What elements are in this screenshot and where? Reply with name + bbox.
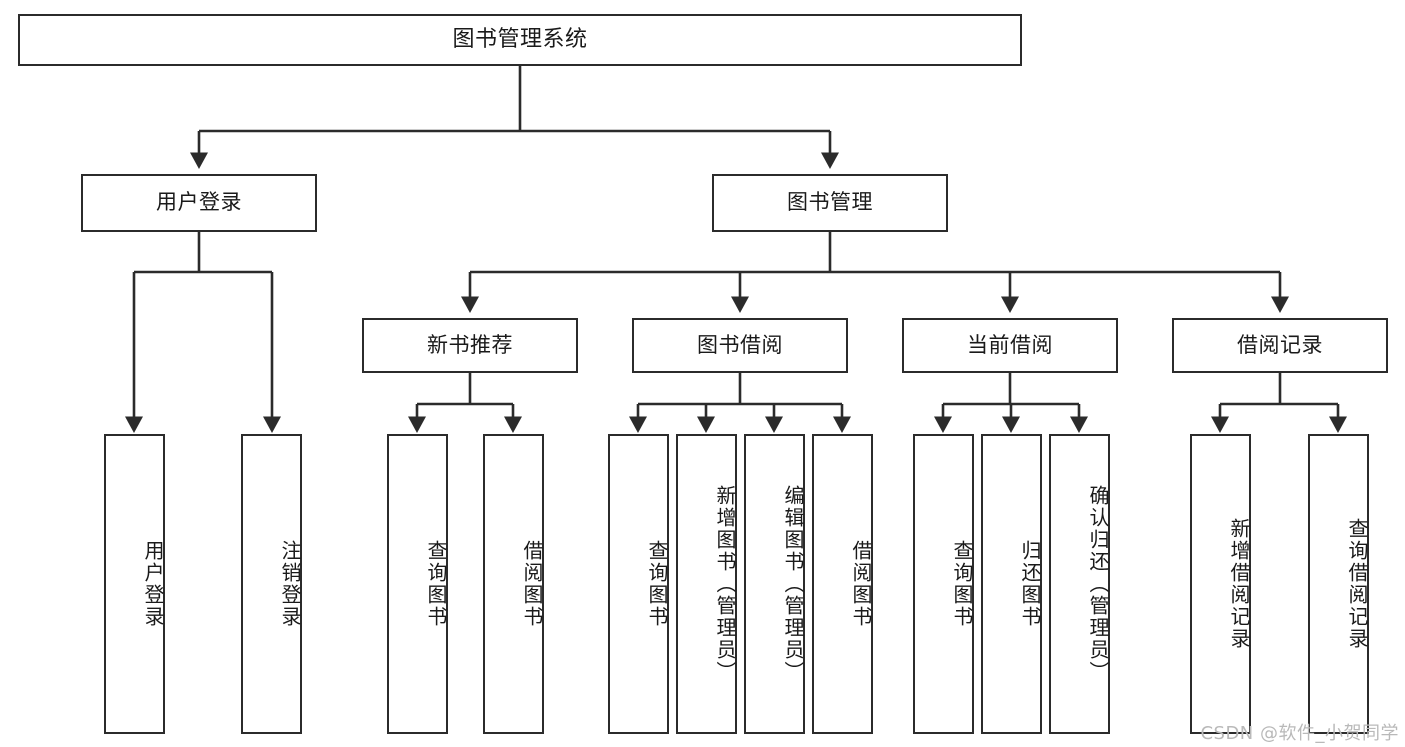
node-leaf-user-login-label: 用户登录 bbox=[141, 540, 165, 628]
node-leaf-query-book-3-label: 查询图书 bbox=[950, 540, 974, 628]
node-leaf-confirm-return-label: 确认归还（管理员） bbox=[1086, 485, 1110, 683]
node-book-management[interactable]: 图书管理 bbox=[712, 174, 948, 232]
node-root-label: 图书管理系统 bbox=[452, 26, 588, 52]
node-leaf-borrow-book-2-label: 借阅图书 bbox=[849, 540, 873, 628]
node-leaf-query-record-label: 查询借阅记录 bbox=[1345, 518, 1369, 650]
node-leaf-user-logout[interactable]: 注销登录 bbox=[241, 434, 302, 734]
node-leaf-confirm-return[interactable]: 确认归还（管理员） bbox=[1049, 434, 1110, 734]
node-leaf-query-book-1-label: 查询图书 bbox=[424, 540, 448, 628]
node-root[interactable]: 图书管理系统 bbox=[18, 14, 1022, 66]
node-leaf-edit-book-label: 编辑图书（管理员） bbox=[781, 485, 805, 683]
node-borrow-record-label: 借阅记录 bbox=[1237, 332, 1323, 357]
node-leaf-query-record[interactable]: 查询借阅记录 bbox=[1308, 434, 1369, 734]
node-current-borrow[interactable]: 当前借阅 bbox=[902, 318, 1118, 373]
node-leaf-add-book[interactable]: 新增图书（管理员） bbox=[676, 434, 737, 734]
node-book-management-label: 图书管理 bbox=[787, 190, 873, 215]
node-leaf-return-book-label: 归还图书 bbox=[1018, 540, 1042, 628]
node-leaf-user-login[interactable]: 用户登录 bbox=[104, 434, 165, 734]
node-leaf-return-book[interactable]: 归还图书 bbox=[981, 434, 1042, 734]
node-leaf-add-record-label: 新增借阅记录 bbox=[1227, 518, 1251, 650]
node-leaf-query-book-3[interactable]: 查询图书 bbox=[913, 434, 974, 734]
node-book-borrow[interactable]: 图书借阅 bbox=[632, 318, 848, 373]
node-leaf-add-book-label: 新增图书（管理员） bbox=[713, 485, 737, 683]
node-leaf-query-book-1[interactable]: 查询图书 bbox=[387, 434, 448, 734]
node-book-borrow-label: 图书借阅 bbox=[697, 332, 783, 357]
node-leaf-borrow-book-2[interactable]: 借阅图书 bbox=[812, 434, 873, 734]
node-leaf-add-record[interactable]: 新增借阅记录 bbox=[1190, 434, 1251, 734]
node-leaf-user-logout-label: 注销登录 bbox=[278, 540, 302, 628]
node-new-book-recommend[interactable]: 新书推荐 bbox=[362, 318, 578, 373]
node-leaf-borrow-book-1[interactable]: 借阅图书 bbox=[483, 434, 544, 734]
node-borrow-record[interactable]: 借阅记录 bbox=[1172, 318, 1388, 373]
node-user-login-label: 用户登录 bbox=[156, 190, 242, 215]
node-leaf-edit-book[interactable]: 编辑图书（管理员） bbox=[744, 434, 805, 734]
node-user-login[interactable]: 用户登录 bbox=[81, 174, 317, 232]
node-current-borrow-label: 当前借阅 bbox=[967, 332, 1053, 357]
node-new-book-recommend-label: 新书推荐 bbox=[427, 332, 513, 357]
node-leaf-borrow-book-1-label: 借阅图书 bbox=[520, 540, 544, 628]
node-leaf-query-book-2[interactable]: 查询图书 bbox=[608, 434, 669, 734]
watermark: CSDN @软件_小贺同学 bbox=[1200, 723, 1399, 744]
node-leaf-query-book-2-label: 查询图书 bbox=[645, 540, 669, 628]
